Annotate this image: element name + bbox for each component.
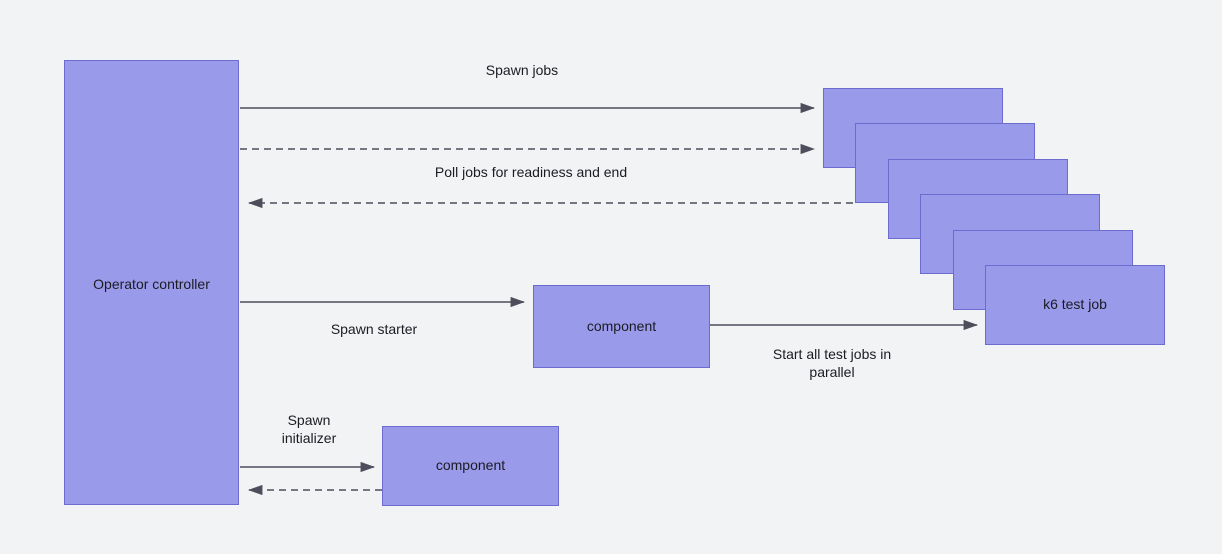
- edge-label-poll-jobs-response: Poll jobs for readiness and end: [434, 164, 628, 180]
- k6-test-job-label: k6 test job: [1043, 296, 1107, 313]
- initializer-component-label: component: [435, 457, 506, 474]
- node-starter-component[interactable]: component: [533, 285, 710, 368]
- operator-controller-label: Operator controller: [93, 276, 210, 292]
- edge-label-start-all-test-jobs: Start all test jobs in parallel: [772, 346, 892, 380]
- edge-label-spawn-starter: Spawn starter: [330, 321, 418, 337]
- node-operator-controller[interactable]: Operator controller: [64, 60, 239, 505]
- edge-label-spawn-initializer: Spawn initializer: [281, 412, 337, 446]
- starter-component-label: component: [586, 317, 657, 334]
- node-k6-test-job[interactable]: k6 test job: [985, 265, 1165, 345]
- edge-label-spawn-jobs: Spawn jobs: [485, 62, 559, 78]
- node-initializer-component[interactable]: component: [382, 426, 559, 506]
